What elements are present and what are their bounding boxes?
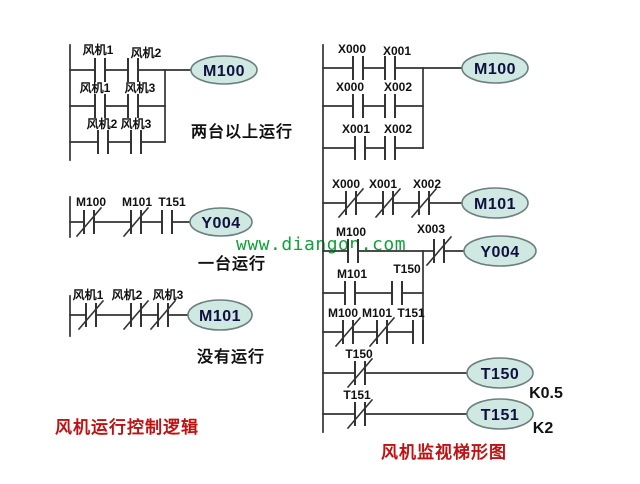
coil-m101 xyxy=(461,187,529,219)
right-net1-m100: X000 X001 X000 X002 X001 X002 M100 xyxy=(336,42,529,160)
right-net4-t150: T150 T150 K0.5 xyxy=(345,347,563,402)
coil-t150 xyxy=(466,357,534,389)
contact-label: M100 xyxy=(76,195,106,209)
contact-t151-no xyxy=(412,320,424,344)
coil-label: Y004 xyxy=(480,244,519,261)
contact-label: 风机3 xyxy=(153,287,184,302)
contact-label: 风机1 xyxy=(83,42,114,57)
coil-label: M100 xyxy=(474,61,516,78)
contact-label: 风机2 xyxy=(112,287,143,302)
left-net1-m100: 风机1 风机2 风机1 风机3 风机2 风机3 M100 两台以上运行 xyxy=(69,42,293,161)
contact-label: X001 xyxy=(342,122,370,136)
contact-label: M100 xyxy=(328,306,358,320)
contact-label: X000 xyxy=(338,42,366,56)
contact-label: M101 xyxy=(122,195,152,209)
left-net3-m101: 风机1 风机2 风机3 M101 没有运行 xyxy=(69,287,265,366)
contact-fan1-no xyxy=(94,94,106,118)
timer-constant-k05: K0.5 xyxy=(529,385,563,402)
contact-t150-no xyxy=(391,281,403,305)
contact-label: X002 xyxy=(413,177,441,191)
coil-label: M100 xyxy=(203,63,245,80)
contact-label: X000 xyxy=(332,177,360,191)
comment-two-or-more-running: 两台以上运行 xyxy=(191,122,293,141)
coil-label: M101 xyxy=(474,196,516,213)
right-ladder: X000 X001 X000 X002 X001 X002 M100 X000 … xyxy=(322,42,563,462)
contact-t151-no xyxy=(161,210,173,234)
comment-one-running: 一台运行 xyxy=(198,254,266,273)
contact-label: X003 xyxy=(417,222,445,236)
contact-x002-no xyxy=(384,94,396,118)
contact-x000-no xyxy=(352,94,364,118)
contact-label: 风机2 xyxy=(87,116,118,131)
contact-m101-no xyxy=(344,281,356,305)
left-ladder-title: 风机运行控制逻辑 xyxy=(55,417,199,437)
timer-constant-k2: K2 xyxy=(533,420,554,437)
coil-m100 xyxy=(461,52,529,84)
coil-label: T151 xyxy=(481,407,519,424)
contact-label: M101 xyxy=(362,306,392,320)
coil-label: Y004 xyxy=(201,215,240,232)
contact-x001-no xyxy=(384,56,396,80)
contact-fan1-no xyxy=(94,58,106,82)
contact-label: T151 xyxy=(397,306,425,320)
contact-x001-no xyxy=(354,136,366,160)
coil-label: M101 xyxy=(199,308,241,325)
right-net3-y004: M100 X003 M101 T150 M100 M101 T151 Y004 xyxy=(328,222,537,347)
right-net2-m101: X000 X001 X002 M101 xyxy=(332,177,529,219)
contact-label: 风机2 xyxy=(131,45,162,60)
coil-t151 xyxy=(466,398,534,430)
contact-fan3-no xyxy=(130,130,142,154)
right-ladder-wires xyxy=(322,44,468,433)
contact-label: X001 xyxy=(383,44,411,58)
coil-label: T150 xyxy=(481,366,519,383)
comment-none-running: 没有运行 xyxy=(197,347,265,366)
right-ladder-title: 风机监视梯形图 xyxy=(381,442,507,462)
watermark-diangon: www.diangon.com xyxy=(236,234,406,255)
left-ladder: 风机1 风机2 风机1 风机3 风机2 风机3 M100 两台以上运行 M100… xyxy=(55,42,293,437)
contact-label: T150 xyxy=(393,262,421,276)
contact-x002-no xyxy=(384,136,396,160)
contact-label: X001 xyxy=(369,177,397,191)
contact-label: 风机3 xyxy=(121,116,152,131)
contact-fan2-no xyxy=(127,58,139,82)
contact-label: T150 xyxy=(345,347,373,361)
contact-label: 风机1 xyxy=(73,287,104,302)
right-net5-t151: T151 T151 K2 xyxy=(343,388,553,437)
contact-label: M101 xyxy=(337,267,367,281)
contact-label: 风机3 xyxy=(125,80,156,95)
contact-fan3-no xyxy=(127,94,139,118)
contact-fan2-no xyxy=(97,130,109,154)
coil-y004 xyxy=(463,235,537,267)
coil-m101 xyxy=(187,299,253,331)
contact-label: 风机1 xyxy=(80,80,111,95)
contact-label: X002 xyxy=(384,122,412,136)
contact-label: X002 xyxy=(384,80,412,94)
contact-label: M100 xyxy=(336,225,366,239)
contact-label: T151 xyxy=(343,388,371,402)
coil-m100 xyxy=(190,55,258,85)
contact-label: T151 xyxy=(158,195,186,209)
left-net2-y004: M100 M101 T151 Y004 一台运行 xyxy=(69,195,266,273)
contact-label: X000 xyxy=(336,80,364,94)
coil-y004 xyxy=(189,207,253,237)
contact-x000-no xyxy=(352,56,364,80)
